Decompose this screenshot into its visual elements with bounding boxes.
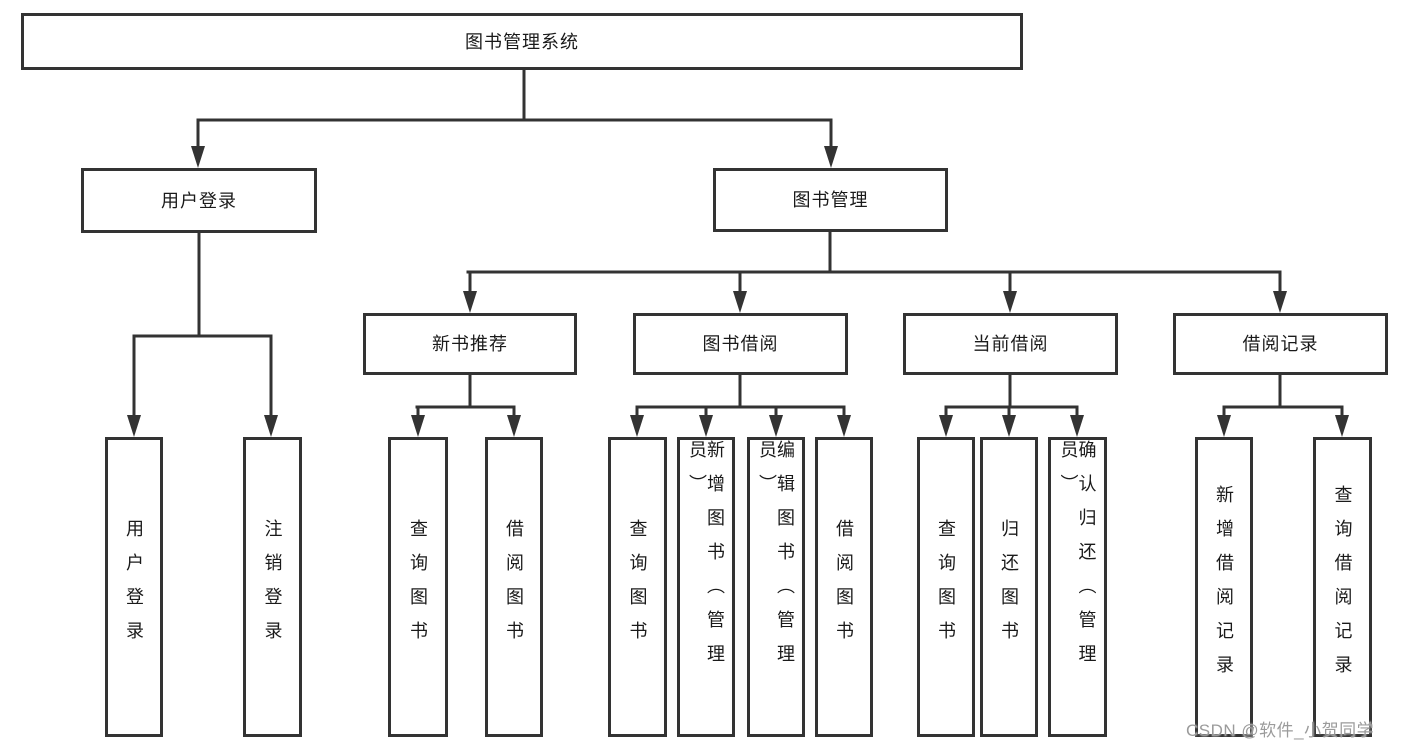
node-rec-query-books: 查询图书 [388,437,448,737]
node-borrow-query-books: 查询图书 [608,437,667,737]
node-current-borrow: 当前借阅 [903,313,1118,375]
node-new-book-recommend: 新书推荐 [363,313,577,375]
node-current-return-books: 归还图书 [980,437,1038,737]
node-borrow-edit-books: 编辑图书（管理员） [747,437,805,737]
csdn-watermark: CSDN @软件_小贺同学 [1186,721,1375,740]
node-user-login-leaf: 用户登录 [105,437,163,737]
node-logout: 注销登录 [243,437,302,737]
node-borrow-records: 借阅记录 [1173,313,1388,375]
node-borrow-borrow-books: 借阅图书 [815,437,873,737]
node-current-query-books: 查询图书 [917,437,975,737]
node-rec-borrow-books: 借阅图书 [485,437,543,737]
node-borrow-add-books: 新增图书（管理员） [677,437,735,737]
node-records-query-record: 查询借阅记录 [1313,437,1372,737]
node-records-add-record: 新增借阅记录 [1195,437,1253,737]
node-current-confirm-return: 确认归还（管理员） [1048,437,1107,737]
node-user-login: 用户登录 [81,168,317,233]
node-book-management: 图书管理 [713,168,948,232]
node-root: 图书管理系统 [21,13,1023,70]
node-book-borrow: 图书借阅 [633,313,848,375]
